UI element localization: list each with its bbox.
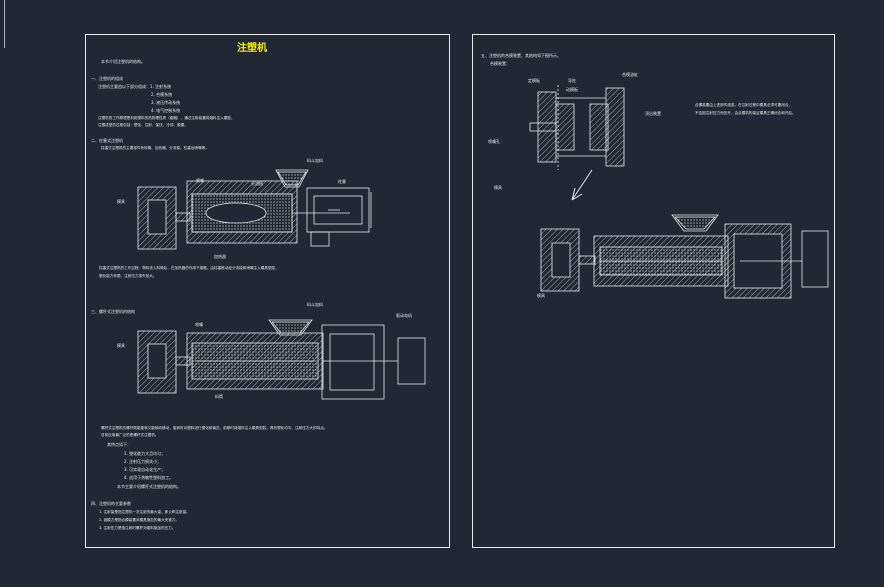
section4-heading: 四、注塑机的主要参数 (91, 501, 131, 506)
fig3-label-guide: 导柱 (568, 78, 576, 83)
section3-text-1: 螺杆式注塑机的螺杆既能旋转又能轴向移动，旋转时对塑料进行塑化和输送，前移时将熔料… (101, 426, 328, 430)
section3-tail: 本节主要介绍螺杆式注塑机的结构。 (117, 484, 181, 489)
fig1-label-heater: 加热器 (214, 254, 226, 259)
section1-line-4: 4. 电气控制系统 (151, 108, 181, 113)
fig3-nozzle (529, 122, 557, 132)
fig1-mold-cavity (147, 199, 167, 235)
fig1-heater-block (310, 231, 330, 247)
drawing-sheet-left (85, 34, 450, 548)
fig3-clamp-unit (529, 85, 625, 170)
fig1-cylinder (306, 187, 370, 233)
fig1-label-nozzle: 喷嘴 (196, 178, 204, 183)
fig3-fixed-plate (537, 91, 557, 163)
fig4-label-mold: 模具 (537, 293, 545, 298)
fig3-note-2: 不会因注射压力而张开，由合模机构保证模具正确闭合和开启。 (695, 111, 796, 115)
section4-list-3: 3. 注射压力是指注射时螺杆对熔料施加的压力。 (99, 526, 176, 530)
fig1-label-hopper: 料斗加料 (307, 158, 323, 163)
section1-tail-1: 注塑机的工作原理是利用塑料的热物理性质（熔融），通过注射装置将熔料注入模腔。 (98, 116, 235, 120)
fig1-label-mold: 模具 (117, 199, 125, 204)
fig3-label-nozzle-port: 喷嘴孔 (488, 139, 500, 144)
fig3-label-clamp: 合模油缸 (622, 72, 638, 77)
fig1-hopper-material (277, 171, 307, 186)
fig2-screw-machine (137, 319, 426, 400)
section3-list-4: 4. 适用于热敏性塑料加工。 (124, 475, 174, 480)
fig3-note-1: 合模装置由上述部件组成，在注射过程中模具必须可靠闭合， (695, 103, 793, 107)
section4-list-1: 1. 注射量是指注塑机一次注射的最大量，即公称注射量。 (99, 510, 190, 514)
fig2-hopper-material (271, 321, 310, 334)
section4-list-2: 2. 锁模力是指合模装置对模具施加的最大夹紧力。 (99, 518, 180, 522)
fig1-hopper (275, 169, 309, 188)
fig3-movable-plate (605, 87, 625, 167)
fig2-label-hopper: 料斗加料 (307, 302, 323, 307)
fig2-label-motor: 驱动电机 (396, 313, 412, 318)
section1-heading: 一、注塑机的组成 (91, 76, 123, 81)
section1-line-2: 2. 合模系统 (151, 92, 173, 97)
fig2-mold-cavity (147, 343, 167, 379)
fig3-label-fixed-plate: 定模板 (528, 78, 540, 83)
section2-heading: 二、柱塞式注塑机 (91, 138, 123, 143)
section3-list-3: 3. 可实现自动化生产； (124, 467, 166, 472)
right-heading: 五、注塑机的合模装置，其结构如下图所示。 (481, 53, 561, 58)
section2-line: 柱塞式注塑机的主要部件有料筒、加热器、分流梭、柱塞及喷嘴等。 (101, 146, 209, 150)
fig2-hopper (268, 319, 313, 336)
fig3-movable-half (589, 103, 609, 151)
fig2-label-mold: 模具 (117, 343, 125, 348)
fig2-motor (397, 337, 426, 385)
section3-list-2: 2. 注射压力损失小； (124, 459, 162, 464)
fig4-hopper (671, 214, 719, 232)
section3-list-1: 1. 塑化能力大且均匀； (124, 451, 166, 456)
drawing-title: 注塑机 (237, 43, 267, 54)
fig3-fixed-half (555, 103, 575, 151)
fig1-plunger-machine (137, 169, 372, 250)
fig4-screw-machine (540, 214, 829, 299)
fig4-mold-cavity (551, 242, 571, 278)
section3-text-2: 目前应用最广泛的是螺杆式注塑机。 (101, 433, 159, 437)
fig4-hopper-material (674, 216, 716, 230)
fig2-gearbox (321, 324, 385, 400)
fig2-gearbox-inner (329, 333, 375, 391)
fig3-label-movable-plate: 动模板 (566, 87, 578, 92)
fig4-motor (801, 230, 829, 288)
fig1-caption-1: 柱塞式注塑机的工作过程：物料进入料筒后，在加热器的作用下熔融，由柱塞推动经分流梭… (99, 266, 279, 270)
fig1-cylinder-inner (313, 195, 363, 225)
fig4-nozzle (578, 255, 596, 265)
process-arrow (571, 169, 593, 201)
fig3-label-mold: 模具 (494, 185, 502, 190)
section1-line-3: 3. 液压传动系统 (151, 100, 181, 105)
fig1-torpedo (205, 202, 267, 224)
section3-list-head: 其特点如下： (107, 442, 131, 447)
section1-tail-2: 注塑成型的过程包括：塑化、注射、保压、冷却、脱模。 (98, 123, 188, 127)
section1-line-1: 注塑机主要由以下部分组成：1. 注射系统 (98, 84, 172, 89)
fig1-label-plunger: 柱塞 (338, 179, 346, 184)
section3-heading: 三、螺杆式注塑机的结构 (91, 309, 135, 314)
right-subheading: 合模装置： (490, 61, 510, 66)
fig2-label-barrel: 料筒 (215, 394, 223, 399)
drawing-sheet-right (472, 34, 835, 548)
viewport-edge-line (0, 0, 5, 48)
fig2-label-nozzle: 喷嘴 (195, 322, 203, 327)
fig3-label-ejector: 顶出装置 (645, 111, 661, 116)
intro-text: 本节介绍注塑机的结构。 (101, 59, 145, 64)
fig1-caption-2: 塑化能力有限，注射压力损失较大。 (99, 274, 157, 278)
